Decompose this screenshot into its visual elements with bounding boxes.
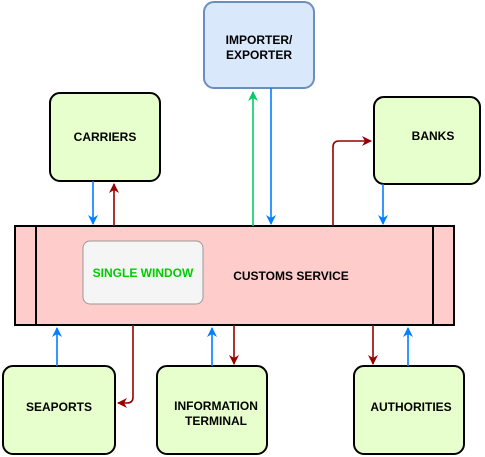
authorities-node: AUTHORITIES	[353, 365, 465, 455]
banks-node: BANKS	[373, 96, 481, 185]
information-terminal-node: INFORMATION TERMINAL	[156, 365, 268, 455]
information-terminal-label-line2: TERMINAL	[185, 414, 247, 428]
importer-exporter-label-line1: IMPORTER/	[226, 33, 293, 47]
importer-exporter-label-line2: EXPORTER	[226, 48, 292, 62]
importer-exporter-node: IMPORTER/ EXPORTER	[203, 1, 315, 89]
authorities-label: AUTHORITIES	[370, 400, 451, 414]
customs-to-banks-arrow	[332, 136, 372, 226]
information-terminal-label-line1: INFORMATION	[174, 399, 258, 413]
seaports-label: SEAPORTS	[26, 400, 92, 414]
banks-label: BANKS	[412, 129, 455, 143]
single-window-node: SINGLE WINDOW	[82, 240, 204, 305]
seaports-node: SEAPORTS	[2, 365, 116, 455]
single-window-label: SINGLE WINDOW	[93, 266, 194, 280]
carriers-label: CARRIERS	[74, 130, 137, 144]
customs-to-seaports-arrow	[117, 325, 134, 408]
carriers-node: CARRIERS	[49, 92, 161, 182]
customs-service-label: CUSTOMS SERVICE	[233, 269, 349, 283]
customs-service-node: CUSTOMS SERVICE	[14, 225, 455, 326]
